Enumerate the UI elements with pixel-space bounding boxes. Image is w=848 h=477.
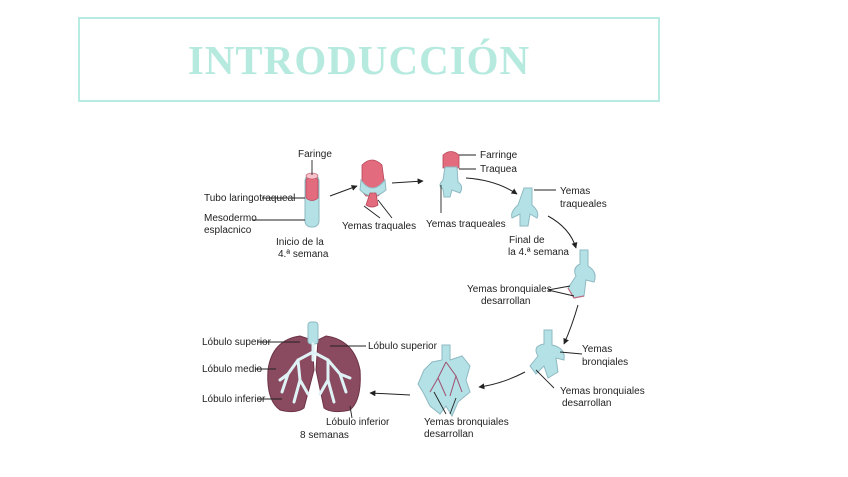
- label-yemas-traqueales-1: Yemas traqueales: [426, 219, 506, 230]
- label-4-semana: 4.ª semana: [278, 249, 329, 260]
- label-bronq-des-2a: Yemas bronquiales: [560, 386, 645, 397]
- label-faringe: Faringe: [298, 149, 332, 160]
- stage-1-tube: [304, 172, 320, 228]
- arrow-7: [369, 390, 411, 397]
- label-bronq-des-3b: desarrollan: [424, 429, 473, 440]
- stage-3-pharynx-trachea: [439, 151, 463, 198]
- stage-6-bronchial-buds: [529, 329, 565, 379]
- arrow-4: [547, 215, 578, 249]
- label-lobulo-medio: Lóbulo medio: [202, 364, 262, 375]
- stage-8-lungs: [267, 321, 361, 413]
- label-traquea: Traquea: [480, 164, 517, 175]
- arrow-2: [391, 178, 424, 185]
- stage-4-end-4th-week: [511, 187, 539, 227]
- label-final-de: Final de: [509, 235, 545, 246]
- arrow-5: [563, 304, 579, 345]
- page-title: INTRODUCCIÓN: [187, 36, 531, 83]
- label-inicio: Inicio de la: [276, 237, 324, 248]
- label-farringe: Farringe: [480, 150, 518, 161]
- label-yemas-traqueales-2a: Yemas: [560, 186, 590, 197]
- label-lobulo-superior-left: Lóbulo superior: [202, 337, 272, 348]
- label-yemas-bronq-b: bronqiales: [582, 357, 628, 368]
- arrow-6: [478, 371, 526, 390]
- label-lobulo-inferior-bottom: Lóbulo inferior: [326, 417, 390, 428]
- stage-7-branching-tree: [417, 344, 471, 418]
- title-box: INTRODUCCIÓN: [78, 17, 660, 102]
- stage-5-bronchial-buds: [567, 249, 596, 299]
- label-bronq-des-1a: Yemas bronquiales: [467, 284, 552, 295]
- label-8-semanas: 8 semanas: [300, 430, 349, 441]
- label-yemas-bronq-a: Yemas: [582, 344, 612, 355]
- label-bronq-des-1b: desarrollan: [481, 296, 530, 307]
- label-tubo-laringotraqueal: Tubo laringotraqueal: [204, 193, 295, 204]
- leader-lines: [252, 154, 583, 419]
- label-lobulo-inferior-left: Lóbulo inferior: [202, 394, 266, 405]
- label-final-semana: la 4.ª semana: [508, 247, 569, 258]
- label-yemas-traqueales-2b: traqueales: [560, 199, 607, 210]
- label-yemas-traquales: Yemas traquales: [342, 221, 416, 232]
- arrow-3: [465, 177, 518, 195]
- arrow-1: [329, 185, 358, 197]
- label-lobulo-superior-right: Lóbulo superior: [368, 341, 438, 352]
- label-bronq-des-2b: desarrollan: [562, 398, 611, 409]
- stage-2-tracheal-buds: [359, 159, 387, 208]
- label-mesodermo: Mesodermo: [204, 213, 257, 224]
- label-bronq-des-3a: Yemas bronquiales: [424, 417, 509, 428]
- label-esplacnico: esplacnico: [204, 225, 252, 236]
